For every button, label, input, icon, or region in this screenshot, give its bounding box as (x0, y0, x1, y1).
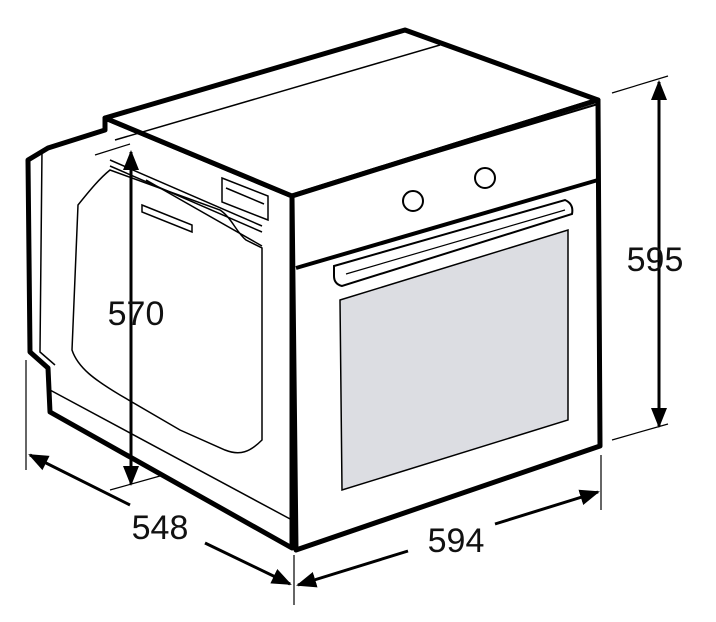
side-rear-contour (39, 149, 56, 366)
niche-ext-bottom (109, 475, 161, 491)
height-ext-top (611, 75, 669, 94)
control-panel-top-edge (291, 103, 599, 197)
depth-label: 548 (132, 509, 189, 547)
knob-left-icon (402, 190, 424, 212)
depth-dimension-line-2 (204, 541, 292, 586)
dimension-depth (25, 360, 295, 605)
side-handle-slot (141, 203, 193, 234)
width-label: 594 (428, 522, 485, 560)
height-label: 595 (627, 241, 684, 279)
side-bottom-edge (49, 389, 293, 521)
width-dimension-line-2 (494, 489, 600, 526)
door-handle-highlight (345, 209, 566, 275)
side-door-contour (71, 169, 263, 454)
side-vent (221, 176, 269, 222)
dimension-niche-height (94, 143, 161, 491)
door-window (339, 228, 569, 492)
niche-ext-top (94, 143, 131, 156)
niche-height-label: 570 (108, 295, 165, 333)
side-groove-3 (145, 179, 263, 247)
height-ext-bottom (611, 423, 669, 441)
control-panel-divider (295, 178, 599, 270)
knob-right-icon (474, 167, 496, 189)
depth-dimension-line-1 (28, 453, 131, 507)
dimension-height (611, 75, 669, 441)
dimension-width (296, 455, 602, 588)
oven-top-ridge (114, 44, 441, 141)
width-dimension-line-1 (296, 549, 409, 588)
